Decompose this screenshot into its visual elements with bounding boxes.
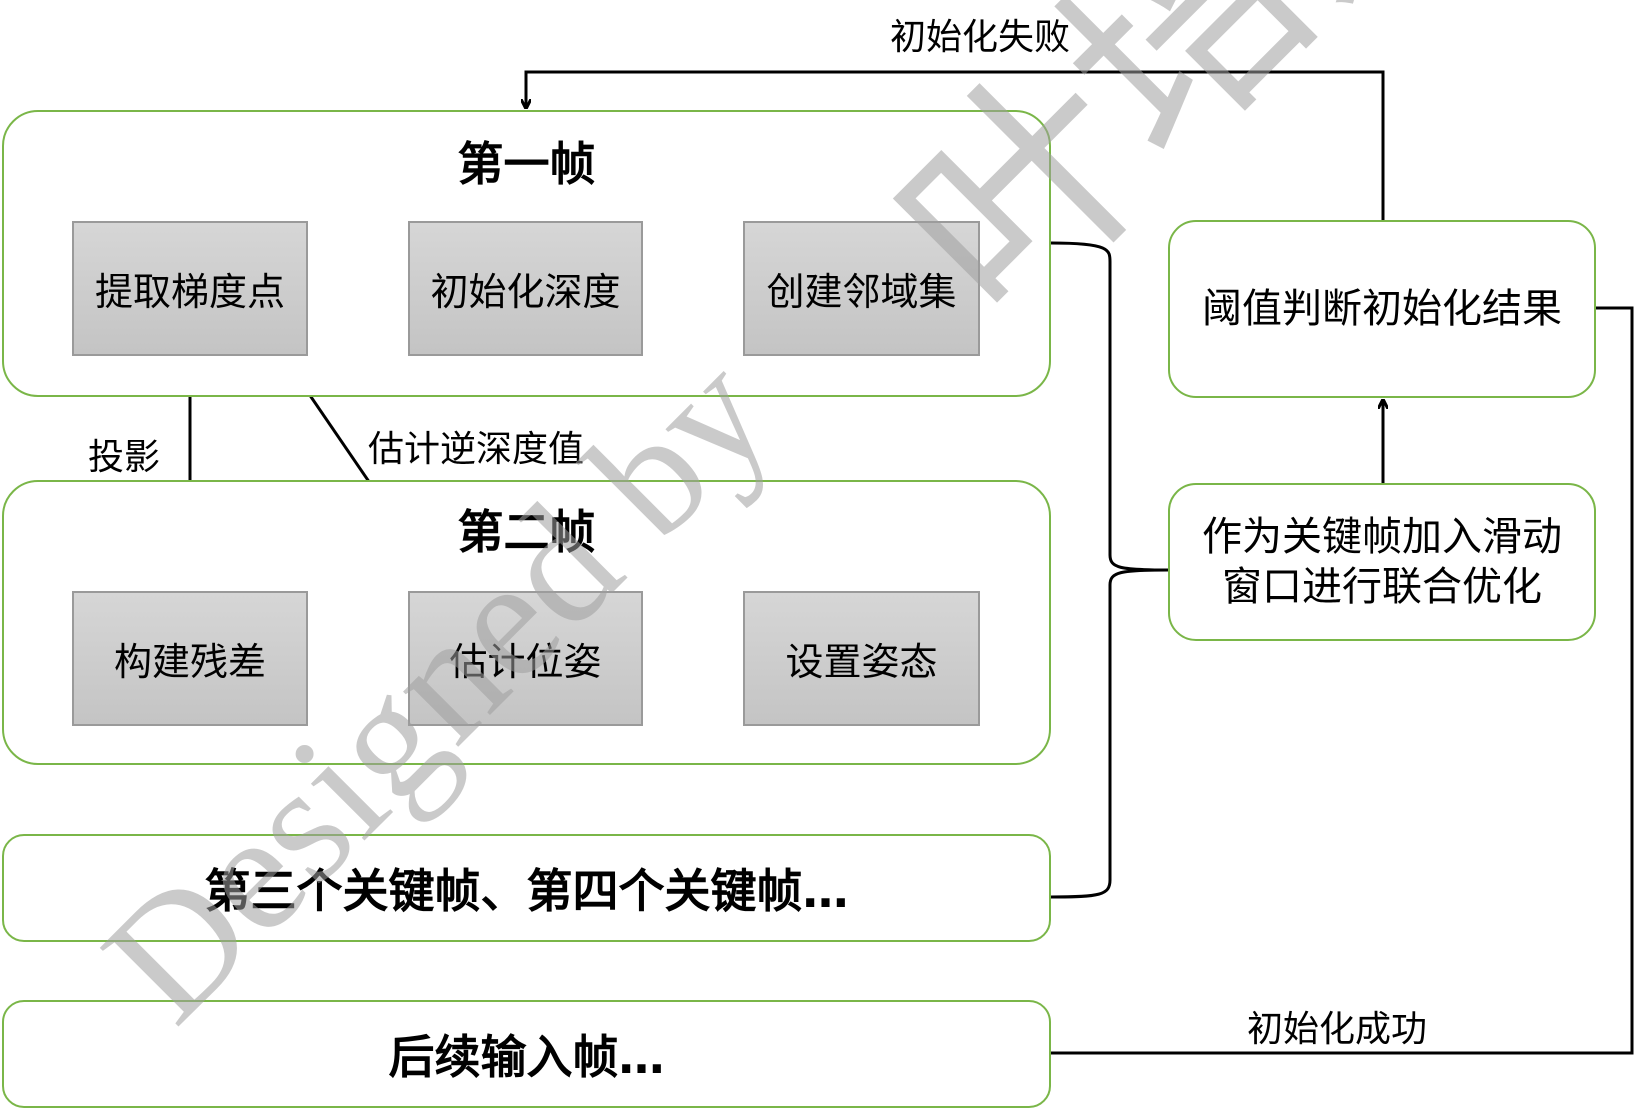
threshold-judgement-box: 阈值判断初始化结果 [1168,220,1596,398]
label-init-failure: 初始化失败 [890,17,1071,58]
sliding-window-line2: 窗口进行联合优化 [1222,564,1542,610]
frame2-title: 第二帧 [457,505,596,559]
step-build-residual: 构建残差 [72,591,308,726]
label-init-success: 初始化成功 [1247,1009,1428,1050]
step-estimate-pose: 估计位姿 [408,591,643,726]
sliding-window-line1: 作为关键帧加入滑动 [1202,514,1562,560]
step-create-neighborhood: 创建邻域集 [743,221,980,356]
threshold-label: 阈值判断初始化结果 [1202,286,1562,332]
subsequent-frames-bar: 后续输入帧… [2,1000,1051,1108]
brace-frames [1050,241,1169,899]
label-projection: 投影 [88,437,161,478]
step-initialize-depth: 初始化深度 [408,221,643,356]
arrow-init-failure [526,70,1385,220]
frame1-title-text: 第一帧 [457,137,596,191]
line-init-success [1051,306,1634,1055]
step-set-pose: 设置姿态 [743,591,980,726]
sliding-window-box: 作为关键帧加入滑动 窗口进行联合优化 [1168,483,1596,641]
label-inverse-depth: 估计逆深度值 [368,429,585,470]
step-extract-gradient-points: 提取梯度点 [72,221,308,356]
keyframes-bar: 第三个关键帧、第四个关键帧… [2,834,1051,942]
